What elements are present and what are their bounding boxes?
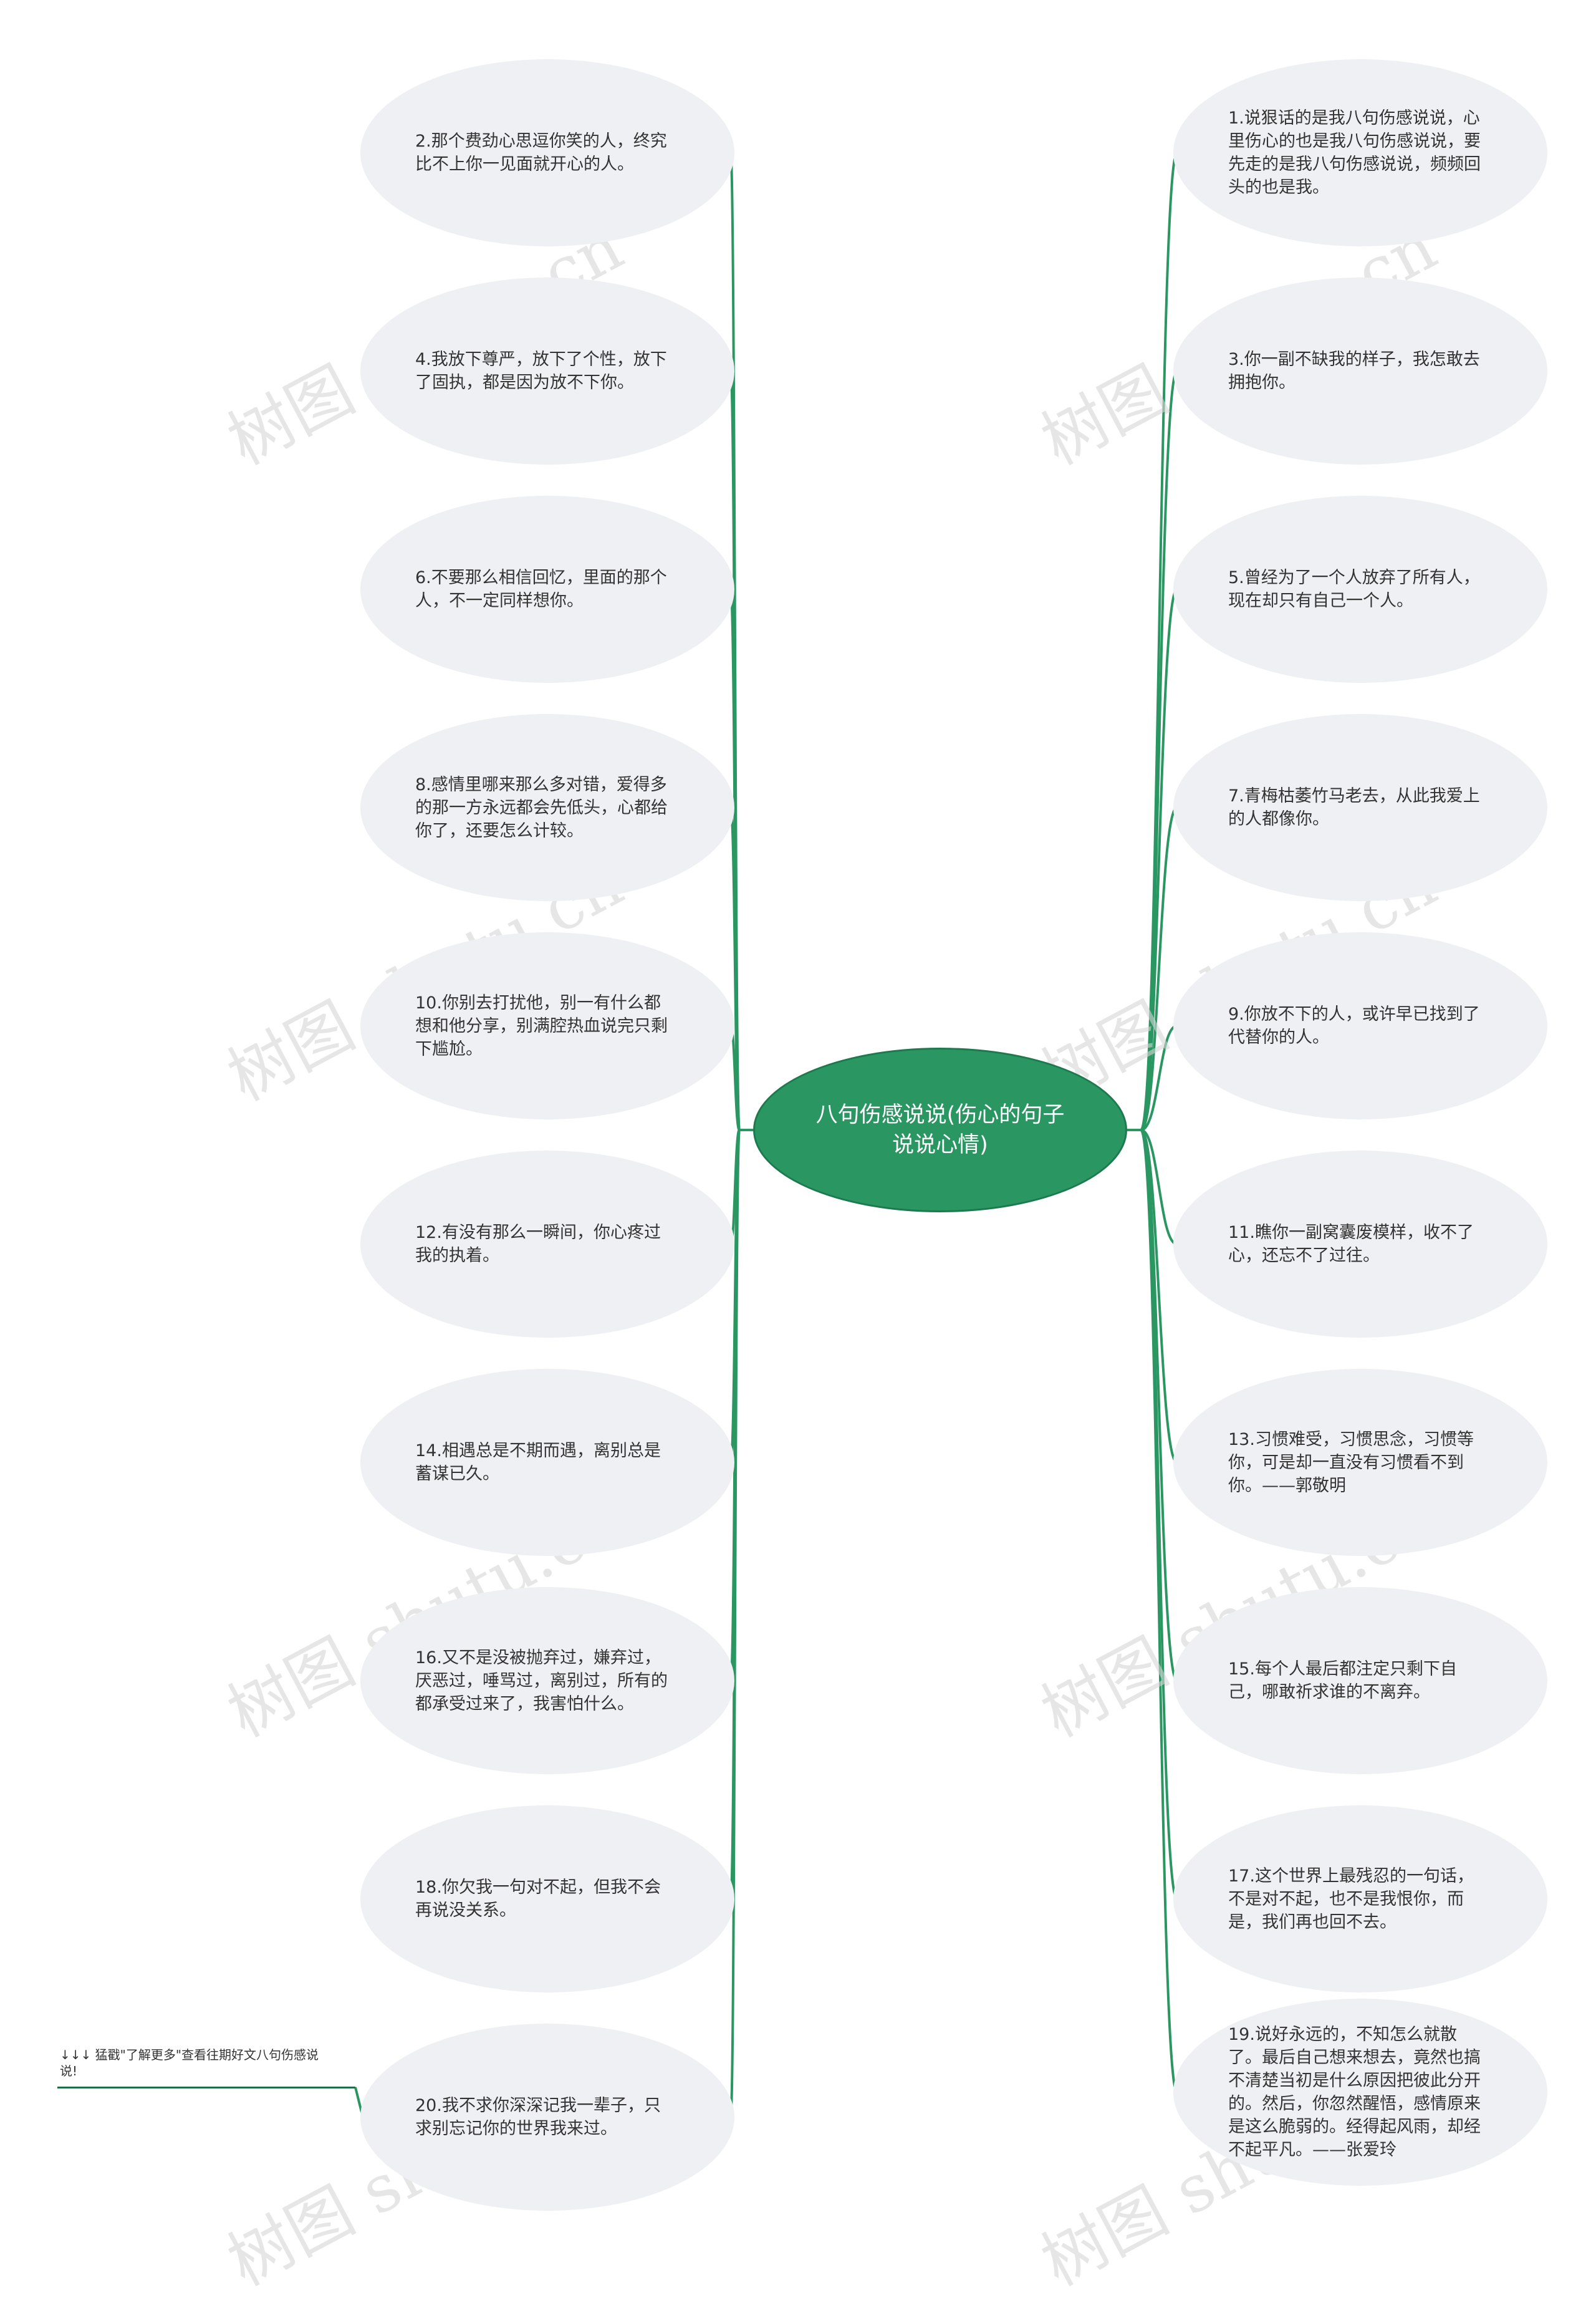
node-text: 3.你一副不缺我的样子，我怎敢去拥抱你。	[1228, 350, 1480, 392]
left-node[interactable]: 12.有没有那么一瞬间，你心疼过我的执着。	[360, 1151, 734, 1338]
right-node[interactable]: 15.每个人最后都注定只剩下自己，哪敢祈求谁的不离弃。	[1173, 1587, 1547, 1774]
node-text: 9.你放不下的人，或许早已找到了代替你的人。	[1228, 1005, 1480, 1047]
node-text: 8.感情里哪来那么多对错，爱得多的那一方永远都会先低头，心都给你了，还要怎么计较…	[415, 775, 668, 841]
left-node[interactable]: 20.我不求你深深记我一辈子，只求别忘记你的世界我来过。	[360, 2024, 734, 2211]
center-topic[interactable]: 八句伤感说说(伤心的句子说说心情)	[753, 1048, 1127, 1212]
connector-line	[1140, 1129, 1178, 1464]
node-text: 16.又不是没被抛弃过，嫌弃过，厌恶过，唾骂过，离别过，所有的都承受过来了，我害…	[415, 1648, 668, 1714]
node-text: 18.你欠我一句对不起，但我不会再说没关系。	[415, 1878, 661, 1920]
connector-line	[1140, 1129, 1178, 1900]
node-text: 19.说好永远的，不知怎么就散了。最后自己想来想去，竟然也搞不清楚当初是什么原因…	[1228, 2025, 1481, 2160]
node-text: 13.习惯难受，习惯思念，习惯等你，可是却一直没有习惯看不到你。——郭敬明	[1228, 1429, 1474, 1495]
mindmap-canvas: 树图 shutu.cn 树图 shutu.cn 树图 shutu.cn 树图 s…	[57, 59, 1547, 2301]
center-title: 八句伤感说说(伤心的句子说说心情)	[815, 1103, 1065, 1157]
node-text: 7.青梅枯萎竹马老去，从此我爱上的人都像你。	[1228, 786, 1480, 829]
right-node[interactable]: 5.曾经为了一个人放弃了所有人，现在却只有自己一个人。	[1173, 496, 1547, 683]
connector-line	[1140, 1129, 1178, 2093]
right-node[interactable]: 11.瞧你一副窝囊废模样，收不了心，还忘不了过往。	[1173, 1151, 1547, 1338]
right-node[interactable]: 3.你一副不缺我的样子，我怎敢去拥抱你。	[1173, 278, 1547, 465]
node-text: 10.你别去打扰他，别一有什么都想和他分享，别满腔热血说完只剩下尴尬。	[415, 993, 668, 1059]
node-text: 17.这个世界上最残忍的一句话，不是对不起，也不是我恨你，而是，我们再也回不去。	[1228, 1866, 1474, 1932]
connector-line	[1140, 806, 1178, 1131]
right-node[interactable]: 1.说狠话的是我八句伤感说说，心里伤心的也是我八句伤感说说，要先走的是我八句伤感…	[1173, 59, 1547, 246]
left-node[interactable]: 8.感情里哪来那么多对错，爱得多的那一方永远都会先低头，心都给你了，还要怎么计较…	[360, 714, 734, 901]
node-text: 5.曾经为了一个人放弃了所有人，现在却只有自己一个人。	[1228, 568, 1480, 611]
left-node[interactable]: 16.又不是没被抛弃过，嫌弃过，厌恶过，唾骂过，离别过，所有的都承受过来了，我害…	[360, 1587, 734, 1774]
connector-line	[1140, 1129, 1178, 1245]
connector-line	[729, 1129, 741, 2118]
left-node[interactable]: 10.你别去打扰他，别一有什么都想和他分享，别满腔热血说完只剩下尴尬。	[360, 932, 734, 1119]
right-node[interactable]: 17.这个世界上最残忍的一句话，不是对不起，也不是我恨你，而是，我们再也回不去。	[1173, 1805, 1547, 1992]
node-text: 6.不要那么相信回忆，里面的那个人，不一定同样想你。	[415, 568, 667, 611]
node-text: 14.相遇总是不期而遇，离别总是蓄谋已久。	[415, 1441, 661, 1484]
node-text: 11.瞧你一副窝囊废模样，收不了心，还忘不了过往。	[1228, 1223, 1474, 1265]
connector-line	[1140, 1025, 1178, 1131]
node-text: 12.有没有那么一瞬间，你心疼过我的执着。	[415, 1223, 661, 1265]
left-node[interactable]: 14.相遇总是不期而遇，离别总是蓄谋已久。	[360, 1369, 734, 1556]
left-node[interactable]: 4.我放下尊严，放下了个性，放下了固执，都是因为放不下你。	[360, 278, 734, 465]
node-text: 1.说狠话的是我八句伤感说说，心里伤心的也是我八句伤感说说，要先走的是我八句伤感…	[1228, 109, 1481, 197]
left-node[interactable]: 2.那个费劲心思逗你笑的人，终究比不上你一见面就开心的人。	[360, 59, 734, 246]
right-node[interactable]: 13.习惯难受，习惯思念，习惯等你，可是却一直没有习惯看不到你。——郭敬明	[1173, 1369, 1547, 1556]
left-node[interactable]: 18.你欠我一句对不起，但我不会再说没关系。	[360, 1805, 734, 1992]
node-text: 2.那个费劲心思逗你笑的人，终究比不上你一见面就开心的人。	[415, 132, 667, 174]
node-text: 20.我不求你深深记我一辈子，只求别忘记你的世界我来过。	[415, 2096, 661, 2138]
right-node[interactable]: 9.你放不下的人，或许早已找到了代替你的人。	[1173, 932, 1547, 1119]
connector-lines	[354, 152, 1178, 2118]
footnote-link[interactable]: ↓↓↓ 猛戳"了解更多"查看往期好文八句伤感说说!	[60, 2047, 319, 2078]
node-text: 4.我放下尊严，放下了个性，放下了固执，都是因为放不下你。	[415, 350, 667, 392]
right-node[interactable]: 19.说好永远的，不知怎么就散了。最后自己想来想去，竟然也搞不清楚当初是什么原因…	[1173, 1999, 1547, 2186]
connector-line	[1140, 370, 1178, 1131]
node-text: 15.每个人最后都注定只剩下自己，哪敢祈求谁的不离弃。	[1228, 1659, 1457, 1702]
footnote-underline	[57, 2087, 355, 2088]
right-node[interactable]: 7.青梅枯萎竹马老去，从此我爱上的人都像你。	[1173, 714, 1547, 901]
left-node[interactable]: 6.不要那么相信回忆，里面的那个人，不一定同样想你。	[360, 496, 734, 683]
connector-line	[1140, 588, 1178, 1131]
